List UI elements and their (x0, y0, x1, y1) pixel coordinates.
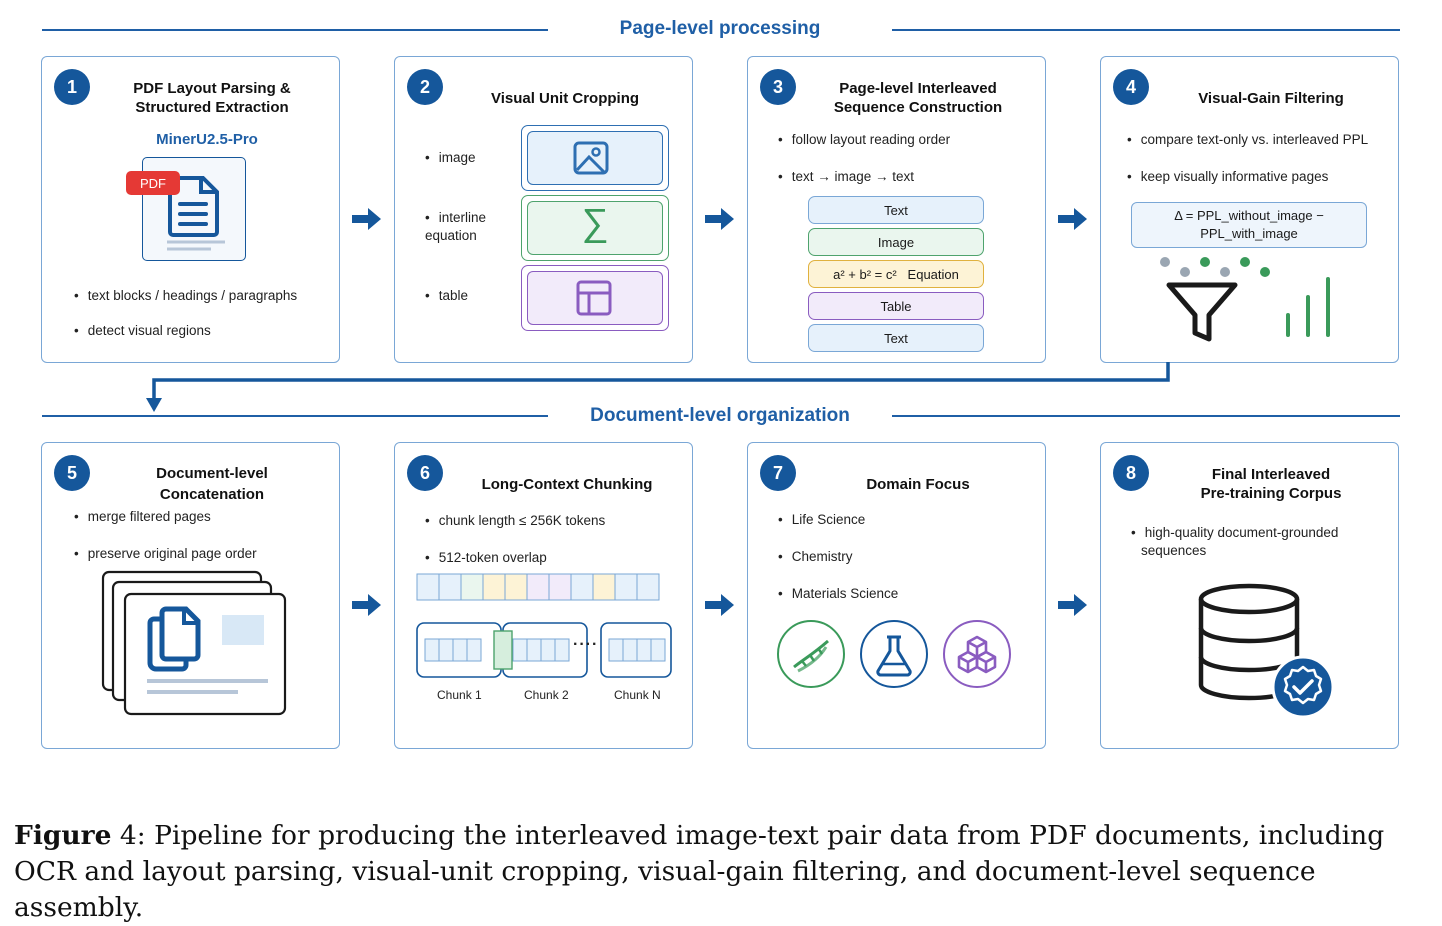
bullet-preserve-order: preserve original page order (74, 545, 257, 563)
card-visual-unit-cropping: 2 Visual Unit Cropping image interline e… (394, 56, 693, 363)
section-title-document-level: Document-level organization (590, 405, 850, 426)
step-badge-2: 2 (407, 69, 443, 105)
dna-icon (777, 620, 845, 688)
bullet-reading-order: follow layout reading order (778, 131, 950, 149)
bullet-high-quality: high-quality document-grounded (1131, 524, 1339, 542)
card-title-line2: Structured Extraction (135, 99, 289, 116)
bullet-detect-visual: detect visual regions (74, 322, 211, 340)
section-title-page-level: Page-level processing (619, 18, 821, 39)
card-title-line1: Document-level (156, 465, 268, 482)
card-title: Page-level Interleaved Sequence Construc… (808, 79, 1028, 117)
sigma-icon: ∑ (581, 202, 609, 244)
arrow-right-icon (352, 594, 381, 616)
step-badge-5: 5 (54, 455, 90, 491)
bullet-keep-pages: keep visually informative pages (1127, 168, 1329, 186)
table-crop-frame (521, 265, 669, 331)
chunk-label-2: Chunk 2 (524, 688, 569, 702)
card-title-line1: Page-level Interleaved (839, 80, 997, 97)
arrow-right-icon (352, 208, 381, 230)
bullet-merge-pages: merge filtered pages (74, 508, 211, 526)
card-pdf-layout-parsing: 1 PDF Layout Parsing & Structured Extrac… (41, 56, 340, 363)
step-badge-6: 6 (407, 455, 443, 491)
seq-block-table: Table (808, 292, 984, 320)
card-document-concatenation: 5 Document-level Concatenation merge fil… (41, 442, 340, 749)
card-title-line2: Pre-training Corpus (1200, 485, 1342, 502)
card-title-line1: PDF Layout Parsing & (133, 80, 291, 97)
figure-caption: Figure 4: Pipeline for producing the int… (14, 818, 1434, 926)
chunk-label-n: Chunk N (614, 688, 661, 702)
arrow-right-icon (705, 594, 734, 616)
bullet-chunk-length: chunk length ≤ 256K tokens (425, 512, 606, 530)
formula-line1: Δ = PPL_without_image − (1174, 208, 1324, 223)
connector-arrow (146, 362, 1170, 412)
section-divider-left (42, 29, 548, 31)
database-icon (1198, 583, 1335, 719)
section-divider-left (42, 415, 548, 417)
bullet-sequences-cont: sequences (1141, 543, 1207, 558)
arrow-right-icon (1058, 208, 1087, 230)
bullet-materials-science: Materials Science (778, 585, 899, 603)
bullet-interline: interline (425, 209, 486, 227)
card-long-context-chunking: 6 Long-Context Chunking chunk length ≤ 2… (394, 442, 693, 749)
bullet-chemistry: Chemistry (778, 548, 853, 566)
cubes-icon (943, 620, 1011, 688)
seq-block-text: Text (808, 324, 984, 352)
card-title: Final Interleaved Pre-training Corpus (1161, 465, 1381, 503)
section-divider-right (892, 415, 1400, 417)
card-title: Document-level Concatenation (112, 463, 312, 505)
step-badge-4: 4 (1113, 69, 1149, 105)
arrow-right-icon (705, 208, 734, 230)
card-title-line2: Sequence Construction (833, 99, 1003, 116)
bullet-table: table (425, 287, 468, 305)
card-title: PDF Layout Parsing & Structured Extracti… (102, 79, 322, 117)
equation-label: Equation (907, 266, 959, 282)
image-icon (573, 141, 609, 175)
bullet-text-blocks: text blocks / headings / paragraphs (74, 287, 297, 305)
bullet-overlap: 512-token overlap (425, 549, 547, 567)
seq-block-text: Text (808, 196, 984, 224)
section-divider-right (892, 29, 1400, 31)
bullet-text-image-text: text → image → text (778, 168, 914, 186)
bullet-equation-cont: equation (425, 228, 477, 243)
flask-icon (860, 620, 928, 688)
card-visual-gain-filtering: 4 Visual-Gain Filtering compare text-onl… (1100, 56, 1399, 363)
pdf-tag: PDF (126, 171, 180, 195)
equation-crop-frame: ∑ (521, 195, 669, 261)
stacked-pages-icon (101, 570, 287, 716)
card-title: Domain Focus (866, 476, 970, 493)
card-title: Long-Context Chunking (481, 476, 653, 493)
seq-block-image: Image (808, 228, 984, 256)
caption-label: Figure (14, 820, 112, 851)
ppl-formula-box: Δ = PPL_without_image − PPL_with_image (1131, 202, 1367, 248)
bullet-image: image (425, 149, 476, 167)
bullet-compare-ppl: compare text-only vs. interleaved PPL (1127, 131, 1368, 149)
arrow-right-icon (1058, 594, 1087, 616)
card-sequence-construction: 3 Page-level Interleaved Sequence Constr… (747, 56, 1046, 363)
card-title: Visual Unit Cropping (490, 90, 640, 107)
tool-name: MinerU2.5-Pro (156, 131, 258, 148)
card-final-corpus: 8 Final Interleaved Pre-training Corpus … (1100, 442, 1399, 749)
bar-chart-icon (1286, 277, 1330, 337)
step-badge-1: 1 (54, 69, 90, 105)
caption-text: 4: Pipeline for producing the interleave… (14, 820, 1385, 923)
chunk-diagram (416, 622, 672, 678)
equation-formula: a² + b² = c² (833, 266, 897, 282)
token-strip (416, 573, 660, 601)
seq-block-equation: a² + b² = c² Equation (808, 260, 984, 288)
card-title-line1: Final Interleaved (1211, 466, 1331, 483)
step-badge-7: 7 (760, 455, 796, 491)
bullet-life-science: Life Science (778, 511, 866, 529)
card-title-line2: Concatenation (159, 486, 265, 503)
card-domain-focus: 7 Domain Focus Life Science Chemistry Ma… (747, 442, 1046, 749)
formula-line2: PPL_with_image (1200, 226, 1298, 241)
funnel-icon (1160, 257, 1270, 342)
step-badge-8: 8 (1113, 455, 1149, 491)
chunk-ellipsis: ···· (573, 636, 599, 653)
card-title: Visual-Gain Filtering (1198, 90, 1344, 107)
chunk-label-1: Chunk 1 (437, 688, 482, 702)
step-badge-3: 3 (760, 69, 796, 105)
image-crop-frame (521, 125, 669, 191)
table-icon (576, 280, 612, 316)
